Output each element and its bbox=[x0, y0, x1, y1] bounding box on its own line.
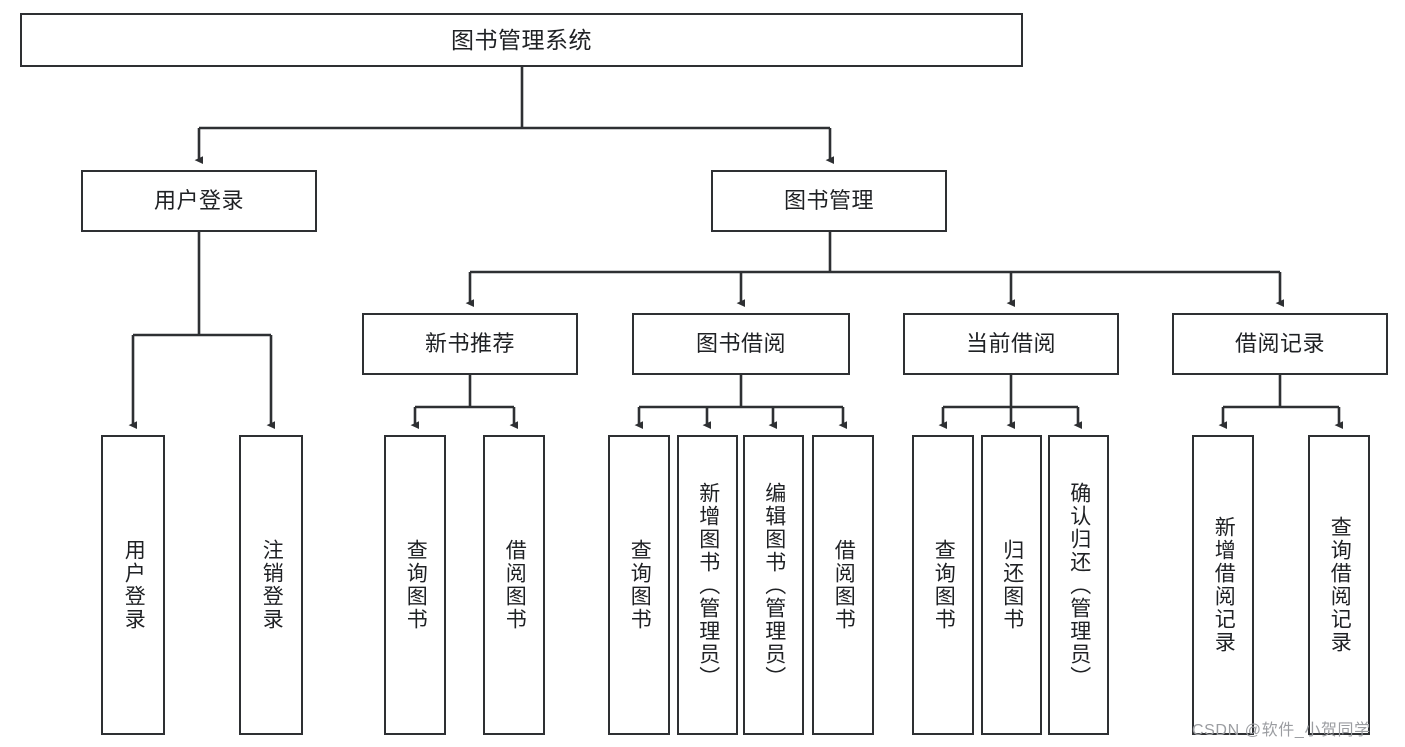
node-label: 查询借阅记录 bbox=[1328, 516, 1352, 654]
node-label: 借阅图书 bbox=[832, 539, 856, 631]
node-label: 查询图书 bbox=[932, 539, 956, 631]
node-label: 用户登录 bbox=[153, 188, 244, 214]
node-borrow-record[interactable]: 借阅记录 bbox=[1172, 313, 1388, 375]
leaf-borrow-book-recommend[interactable]: 借阅图书 bbox=[483, 435, 545, 735]
node-label: 归还图书 bbox=[1000, 539, 1024, 631]
leaf-query-book-borrow[interactable]: 查询图书 bbox=[608, 435, 670, 735]
leaf-query-book-current[interactable]: 查询图书 bbox=[912, 435, 974, 735]
node-label: 用户登录 bbox=[122, 539, 146, 631]
node-book-management[interactable]: 图书管理 bbox=[711, 170, 947, 232]
node-label: 图书借阅 bbox=[695, 331, 786, 357]
node-label: 查询图书 bbox=[628, 539, 652, 631]
leaf-query-borrow-record[interactable]: 查询借阅记录 bbox=[1308, 435, 1370, 735]
node-label: 确认归还（管理员） bbox=[1067, 481, 1091, 689]
node-book-borrow[interactable]: 图书借阅 bbox=[632, 313, 850, 375]
leaf-add-book-admin[interactable]: 新增图书（管理员） bbox=[677, 435, 738, 735]
leaf-add-borrow-record[interactable]: 新增借阅记录 bbox=[1192, 435, 1254, 735]
leaf-return-book[interactable]: 归还图书 bbox=[981, 435, 1042, 735]
node-current-borrow[interactable]: 当前借阅 bbox=[903, 313, 1119, 375]
node-label: 当前借阅 bbox=[965, 331, 1056, 357]
node-label: 编辑图书（管理员） bbox=[762, 481, 786, 689]
node-root-system[interactable]: 图书管理系统 bbox=[20, 13, 1023, 67]
csdn-watermark: CSDN @软件_小贺同学 bbox=[1192, 722, 1371, 739]
leaf-confirm-return-admin[interactable]: 确认归还（管理员） bbox=[1048, 435, 1109, 735]
node-label: 注销登录 bbox=[260, 539, 284, 631]
leaf-query-book-recommend[interactable]: 查询图书 bbox=[384, 435, 446, 735]
node-label: 借阅记录 bbox=[1234, 331, 1325, 357]
node-label: 新增借阅记录 bbox=[1212, 516, 1236, 654]
leaf-logout[interactable]: 注销登录 bbox=[239, 435, 303, 735]
node-label: 图书管理 bbox=[783, 188, 874, 214]
node-new-book-recommend[interactable]: 新书推荐 bbox=[362, 313, 578, 375]
node-label: 查询图书 bbox=[404, 539, 428, 631]
node-label: 新书推荐 bbox=[424, 331, 515, 357]
node-user-login[interactable]: 用户登录 bbox=[81, 170, 317, 232]
leaf-user-login[interactable]: 用户登录 bbox=[101, 435, 165, 735]
node-label: 图书管理系统 bbox=[451, 26, 592, 53]
node-label: 新增图书（管理员） bbox=[696, 481, 720, 689]
leaf-edit-book-admin[interactable]: 编辑图书（管理员） bbox=[743, 435, 804, 735]
leaf-borrow-book[interactable]: 借阅图书 bbox=[812, 435, 874, 735]
node-label: 借阅图书 bbox=[503, 539, 527, 631]
